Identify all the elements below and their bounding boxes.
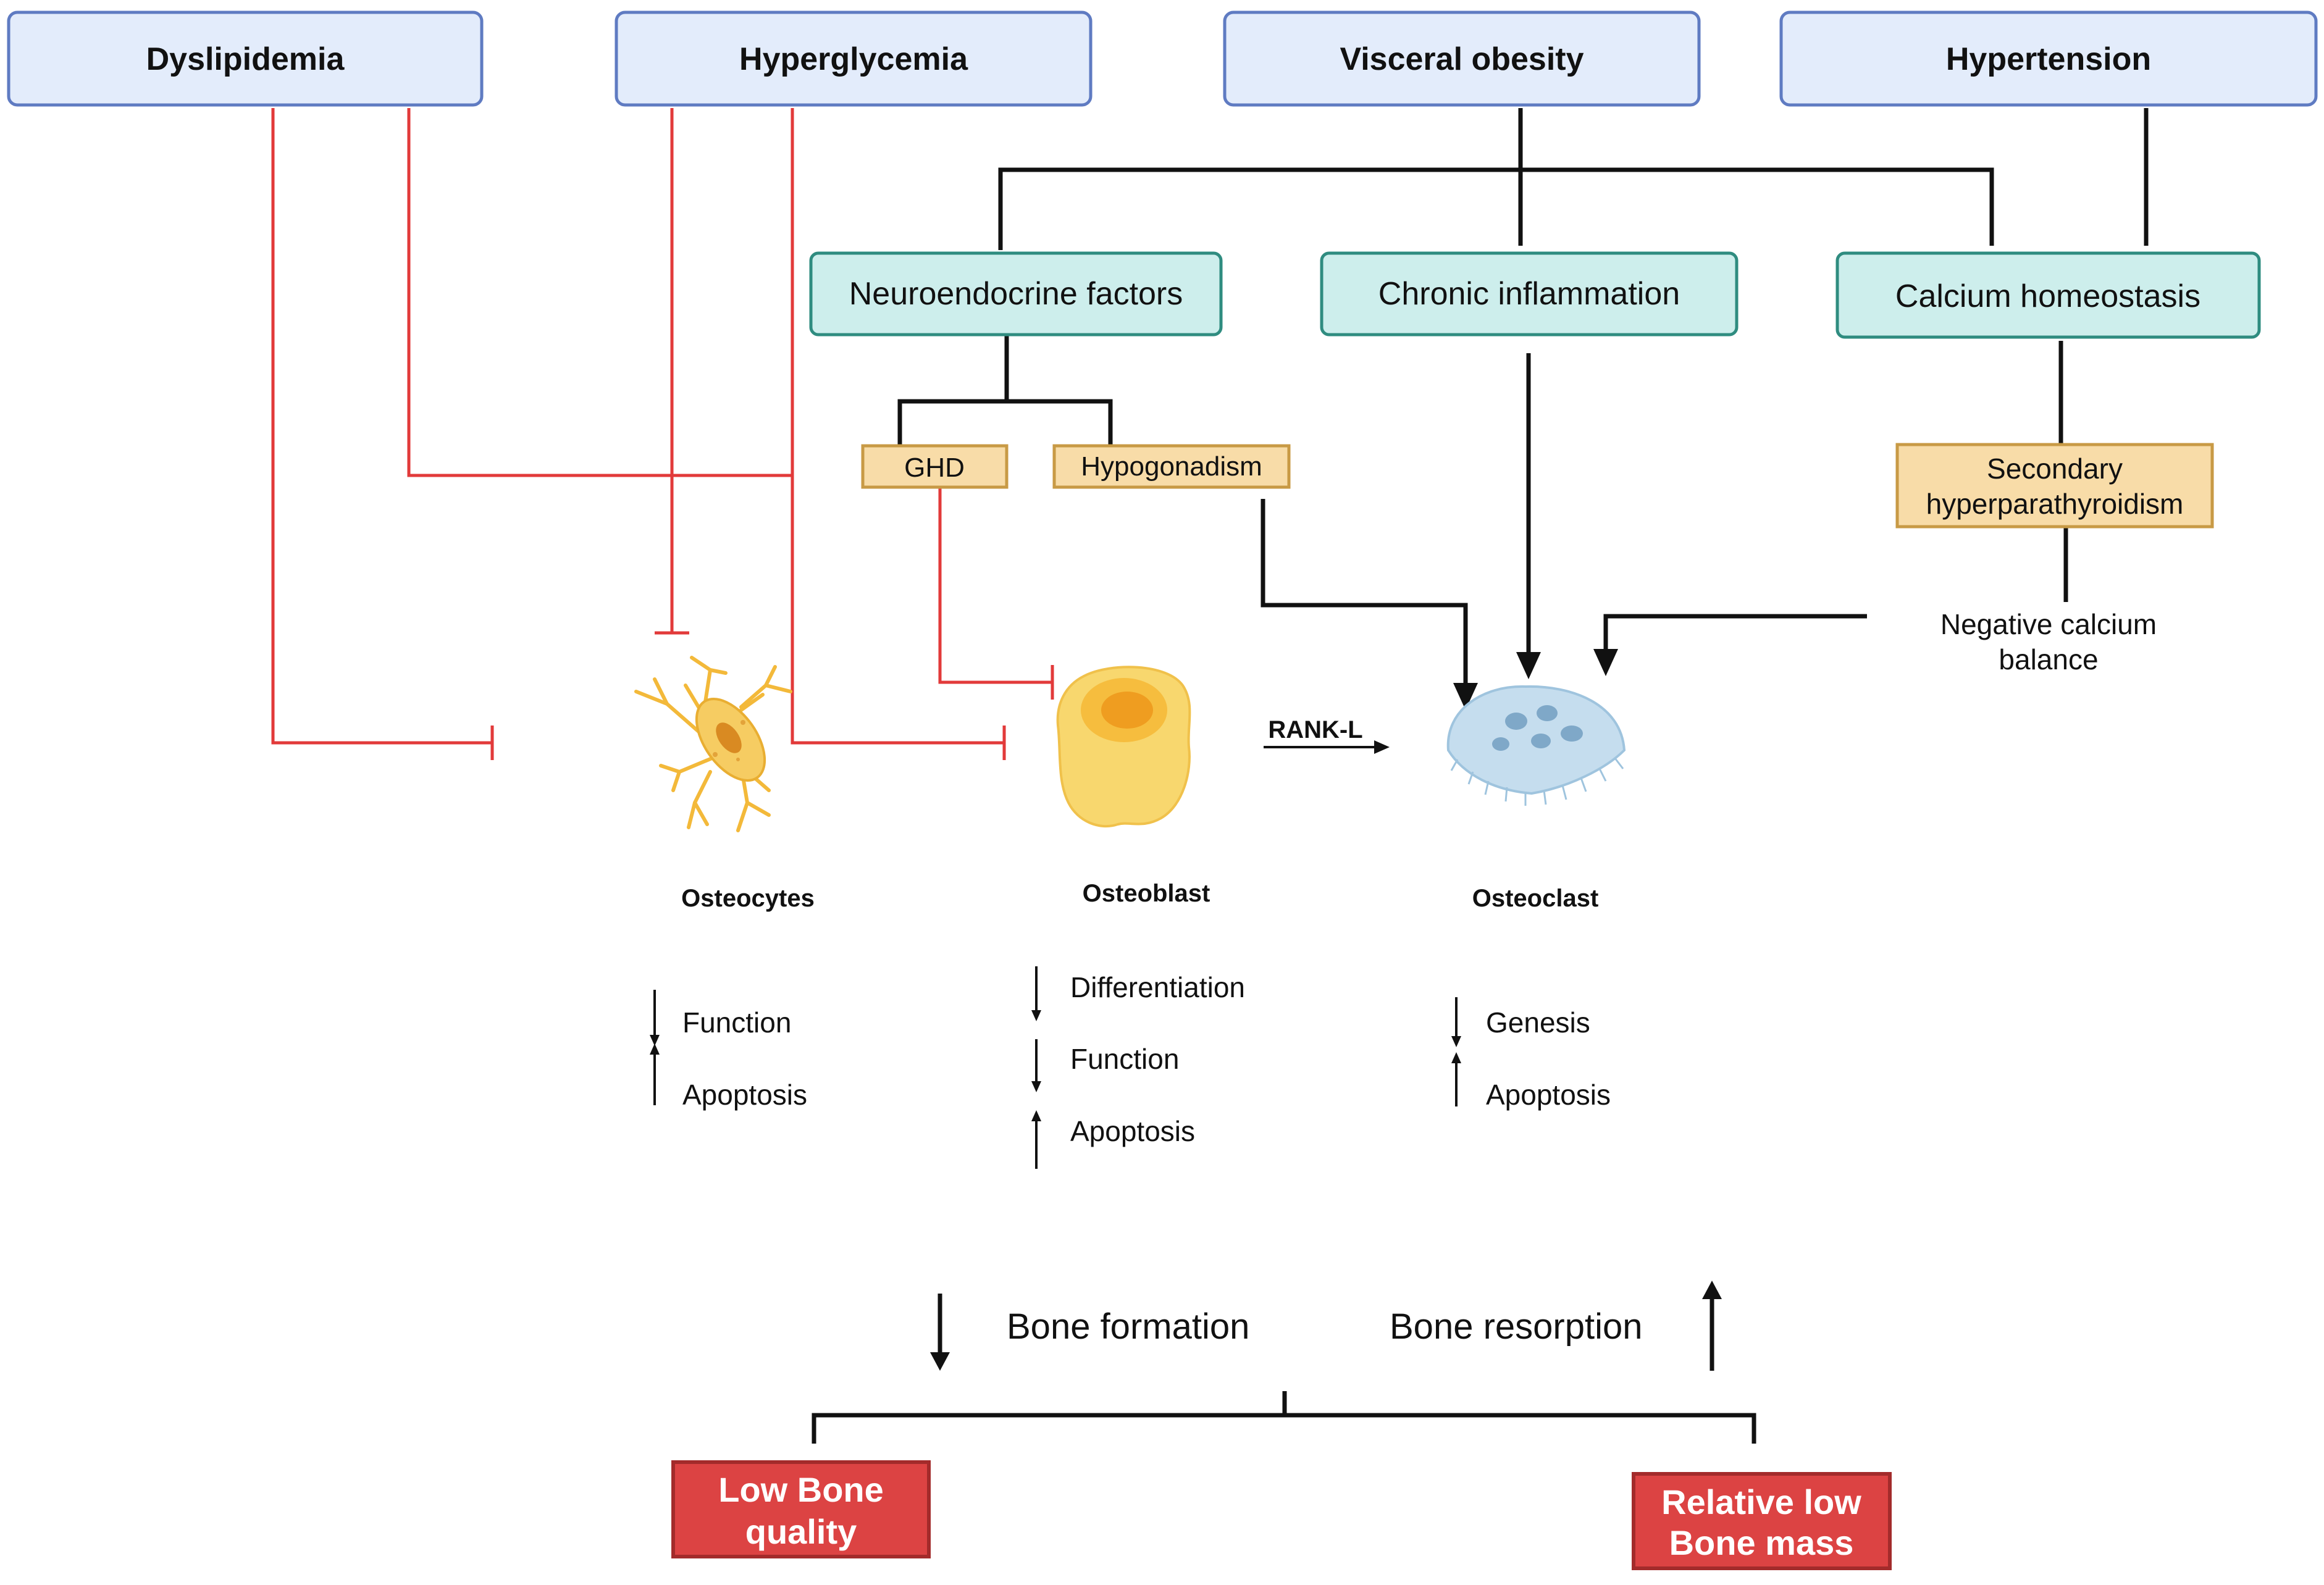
label-negative-calcium-line2: balance [1999,643,2098,675]
arrowhead-rankl [1374,740,1390,754]
label-hypogonadism: Hypogonadism [1081,451,1262,482]
label-low-mass-line2: Bone mass [1669,1523,1854,1562]
effect-osteoclast-apoptosis: Apoptosis [1486,1079,1611,1111]
label-hypertension: Hypertension [1946,41,2151,77]
label-secondary-line2: hyperparathyroidism [1926,488,2184,520]
up-arrowhead-bone-resorption [1702,1281,1722,1299]
connector-lines [897,108,2149,754]
box-dyslipidemia: Dyslipidemia [7,10,484,107]
effect-osteoblast-differentiation: Differentiation [1070,971,1245,1003]
label-visceral-obesity: Visceral obesity [1340,41,1584,77]
effect-osteoclast-genesis: Genesis [1486,1006,1590,1039]
box-relative-low-bone-mass: Relative low Bone mass [1632,1472,1892,1570]
up-arrowhead-osteoblast-apoptosis [1031,1110,1041,1121]
arrow-calcium-osteoclast [1603,614,1867,654]
osteocyte-effects: Function Apoptosis [650,990,807,1111]
label-neuroendocrine: Neuroendocrine factors [849,276,1183,312]
label-bone-resorption: Bone resorption [1390,1307,1642,1347]
effect-osteoblast-function: Function [1070,1043,1179,1075]
box-hypogonadism: Hypogonadism [1052,444,1291,489]
box-ghd: GHD [861,444,1009,489]
box-visceral-obesity: Visceral obesity [1223,10,1701,107]
box-inflammation: Chronic inflammation [1320,251,1739,337]
osteoclast-illustration [1446,685,1626,806]
label-dyslipidemia: Dyslipidemia [146,41,345,77]
bone-balance: Bone formation Bone resorption [812,1281,1756,1444]
arrowhead-inflammation [1516,652,1541,679]
label-inflammation: Chronic inflammation [1378,276,1680,312]
line-obesity-branch [998,167,1994,250]
label-rankl: RANK-L [1268,716,1362,743]
osteoblast-effects: Differentiation Function Apoptosis [1031,966,1245,1169]
label-low-mass-line1: Relative low [1661,1483,1861,1521]
inhibit-ghd-osteoblast [938,488,1052,684]
label-secondary-line1: Secondary [1987,453,2123,485]
label-negative-calcium-line1: Negative calcium [1940,608,2157,640]
line-neuro-branch [897,399,1113,446]
osteoblast-illustration [1056,666,1191,828]
label-ghd: GHD [904,453,965,483]
box-hypertension: Hypertension [1779,10,2318,107]
osteoclast-effects: Genesis Apoptosis [1451,997,1611,1111]
inhibit-dyslipidemia-osteocytes [271,108,492,745]
label-hyperglycemia: Hyperglycemia [739,41,968,77]
down-arrowhead-bone-formation [930,1352,950,1371]
inhibit-hyperglycemia-osteoblast [791,108,1004,745]
down-arrowhead-function [650,1035,660,1046]
osteocyte-illustration [634,656,792,832]
line-balance-branch [812,1413,1756,1444]
box-neuroendocrine: Neuroendocrine factors [809,251,1223,337]
box-low-bone-quality: Low Bone quality [671,1460,931,1558]
box-hyperglycemia: Hyperglycemia [615,10,1093,107]
effect-osteocyte-function: Function [682,1006,791,1039]
down-arrowhead-genesis [1451,1036,1461,1047]
label-osteoclast: Osteoclast [1472,885,1599,912]
label-bone-formation: Bone formation [1007,1307,1249,1347]
label-low-quality-line1: Low Bone [718,1470,884,1509]
down-arrowhead-osteoblast-function [1031,1081,1041,1092]
label-low-quality-line2: quality [745,1512,857,1551]
arrow-hypogonadism-osteoclast [1261,499,1468,688]
inhibition-lines [271,108,1054,760]
box-secondary-hpt: Secondary hyperparathyroidism [1895,443,2214,529]
effect-osteoblast-apoptosis: Apoptosis [1070,1115,1195,1147]
up-arrowhead-osteoclast-apoptosis [1451,1052,1461,1063]
box-calcium: Calcium homeostasis [1835,251,2261,339]
down-arrowhead-differentiation [1031,1010,1041,1021]
arrowhead-hypogonadism [1453,683,1478,710]
line-dyslipidemia-join [407,108,792,477]
label-osteocytes: Osteocytes [681,885,815,912]
up-arrowhead-apoptosis [650,1043,660,1055]
effect-osteocyte-apoptosis: Apoptosis [682,1079,807,1111]
label-osteoblast: Osteoblast [1083,880,1210,907]
label-calcium: Calcium homeostasis [1895,278,2200,314]
arrowhead-calcium [1593,649,1618,676]
